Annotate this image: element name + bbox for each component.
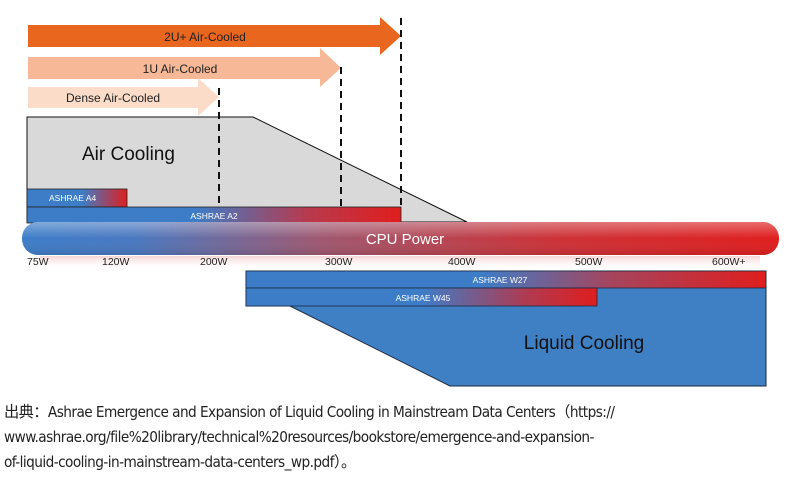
tick-label: 300W: [325, 256, 353, 268]
tick-label: 200W: [200, 256, 228, 268]
arrow-1u-air-cooled: 1U Air-Cooled: [28, 48, 341, 87]
ashrae-w45-label: ASHRAE W45: [396, 293, 451, 303]
tick-label: 120W: [102, 256, 130, 268]
air-cooling-label: Air Cooling: [82, 144, 175, 165]
cooling-diagram: 2U+ Air-Cooled 1U Air-Cooled Dense Air-C…: [22, 17, 779, 387]
arrow-label: 1U Air-Cooled: [143, 62, 218, 76]
ashrae-a4-label: ASHRAE A4: [49, 193, 97, 203]
arrow-2u-air-cooled: 2U+ Air-Cooled: [28, 17, 401, 55]
ashrae-a2-label: ASHRAE A2: [190, 211, 238, 221]
tick-label: 400W: [448, 256, 476, 268]
arrow-label: 2U+ Air-Cooled: [164, 30, 246, 44]
source-caption: 出典：Ashrae Emergence and Expansion of Liq…: [4, 400, 799, 475]
cpu-power-label: CPU Power: [366, 231, 444, 248]
tick-label: 75W: [27, 256, 49, 268]
arrow-dense-air-cooled: Dense Air-Cooled: [28, 78, 219, 116]
power-ticks: 75W 120W 200W 300W 400W 500W 600W+: [27, 256, 746, 268]
arrow-label: Dense Air-Cooled: [66, 91, 160, 105]
caption-line: www.ashrae.org/file%20library/technical%…: [4, 428, 594, 446]
ashrae-w27-label: ASHRAE W27: [473, 275, 528, 285]
cpu-power-bar: CPU Power: [22, 222, 779, 270]
caption-line: 出典：Ashrae Emergence and Expansion of Liq…: [4, 403, 615, 421]
ashrae-w45-bar: [245, 287, 598, 307]
caption-line: of-liquid-cooling-in-mainstream-data-cen…: [4, 453, 356, 471]
tick-label: 600W+: [712, 256, 746, 268]
tick-label: 500W: [575, 256, 603, 268]
liquid-cooling-label: Liquid Cooling: [524, 333, 644, 354]
